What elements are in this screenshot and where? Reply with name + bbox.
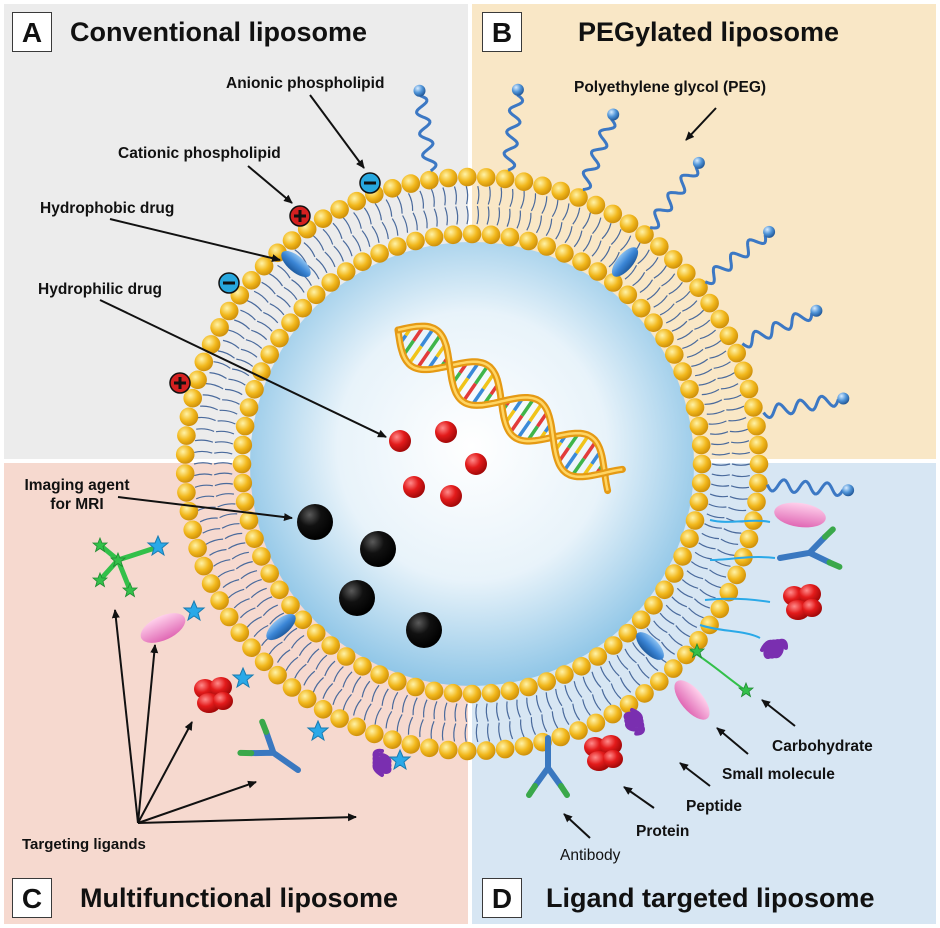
anionic-phospholipid-label: Anionic phospholipid xyxy=(226,75,385,92)
carbohydrate-ligand-c xyxy=(92,535,169,597)
imaging-agent-label-line-1: Imaging agent xyxy=(24,477,130,494)
small-molecule-label: Small molecule xyxy=(722,766,835,783)
antibody-ligand-c xyxy=(240,721,329,786)
antibody-label: Antibody xyxy=(560,847,621,864)
hydrophilic-drug-label: Hydrophilic drug xyxy=(38,281,162,298)
peptide-ligand-c xyxy=(372,748,411,777)
hydrophilic-drug-particles xyxy=(389,421,487,507)
imaging-agent-particles xyxy=(297,504,442,648)
peg-label: Polyethylene glycol (PEG) xyxy=(574,79,767,96)
peptide-label: Peptide xyxy=(686,798,742,815)
cationic-phospholipid-label: Cationic phospholipid xyxy=(118,145,281,162)
hydrophobic-drug-capsules xyxy=(266,247,664,660)
imaging-agent-label: Imaging agent for MRI xyxy=(18,476,136,514)
hydrophobic-drug-label: Hydrophobic drug xyxy=(40,200,175,217)
small-molecule-ligand-c xyxy=(140,600,205,643)
quadrant-d-letter: D xyxy=(482,878,522,918)
charged-phospholipids xyxy=(169,172,381,394)
quadrant-a-title: Conventional liposome xyxy=(70,17,368,47)
quadrant-c-letter: C xyxy=(12,878,52,918)
lipid-bilayer xyxy=(175,167,769,761)
protein-label: Protein xyxy=(636,823,690,840)
ligand-targeted-ligands xyxy=(529,502,839,795)
imaging-agent-label-line-2: for MRI xyxy=(50,496,104,513)
multifunctional-ligands xyxy=(92,535,411,786)
carbohydrate-label: Carbohydrate xyxy=(772,738,873,755)
quadrant-b-title: PEGylated liposome xyxy=(578,17,840,47)
quadrant-c-title: Multifunctional liposome xyxy=(80,883,398,913)
peg-chains xyxy=(413,83,855,498)
label-arrows xyxy=(99,94,796,839)
targeting-ligands-label: Targeting ligands xyxy=(22,836,146,853)
protein-ligand-c xyxy=(194,667,254,713)
quadrant-b-letter: B xyxy=(482,12,522,52)
quadrant-d-title: Ligand targeted liposome xyxy=(546,883,875,913)
dna-helix-icon xyxy=(394,322,626,495)
inner-lipid-heads xyxy=(232,224,712,704)
quadrant-a-letter: A xyxy=(12,12,52,52)
